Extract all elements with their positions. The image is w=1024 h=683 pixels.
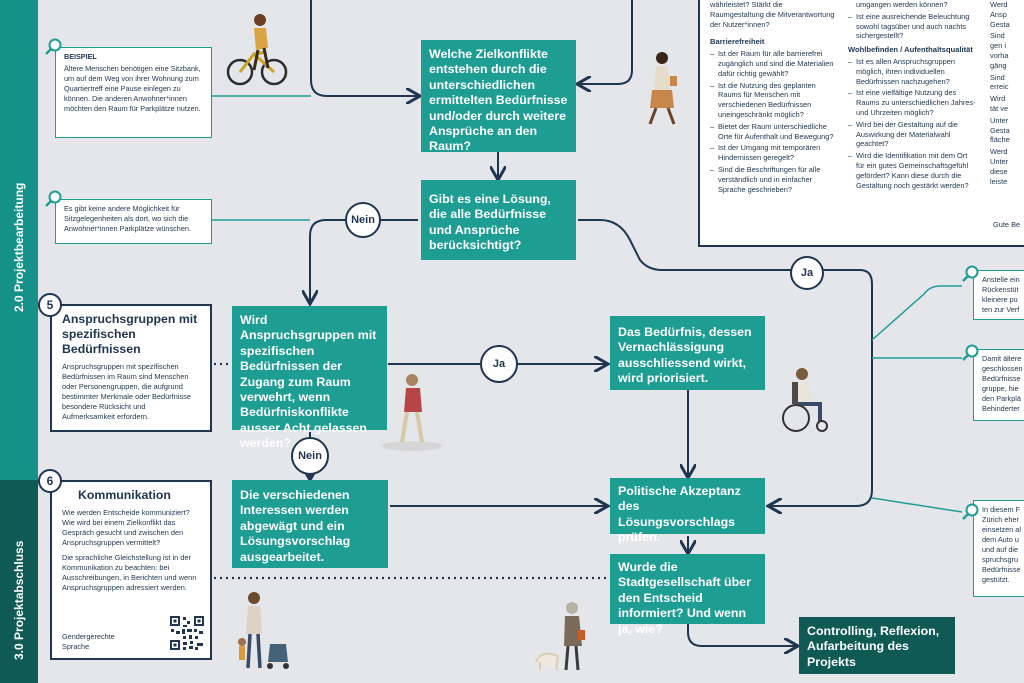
question-column-3: Werd Ansp Gesta Sind gen i vorha gäng Si… xyxy=(990,0,1024,186)
cyclist-illustration xyxy=(226,14,288,86)
info-box-text: Die sprachliche Gleichstellung ist in de… xyxy=(62,553,197,592)
info-box-anspruchsgruppen: 5 Anspruchsgruppen mit spezifischen Bedü… xyxy=(38,293,212,432)
info-box-kommunikation: 6 Kommunikation Wie werden Entscheide ko… xyxy=(38,469,212,660)
magnifier-icon xyxy=(45,38,62,55)
flow-stadtgesellschaft: Wurde die Stadtgesellschaft über den Ent… xyxy=(610,554,765,636)
question-item: Ist eine vielfältige Nutzung des Raums z… xyxy=(848,88,976,117)
example-box-1: BEISPIEL Ältere Menschen benötigen eine … xyxy=(55,47,212,138)
question-text: währleistet? Stärkt die Raumgestaltung d… xyxy=(710,0,835,29)
question-column-1: währleistet? Stärkt die Raumgestaltung d… xyxy=(710,0,836,196)
question-heading: Wohlbefinden / Aufenthaltsqualität xyxy=(848,45,973,55)
parent-with-children-illustration xyxy=(238,592,289,669)
question-footer: Gute Be xyxy=(993,220,1021,229)
decision-nein-1: Nein xyxy=(345,202,381,238)
question-item: Ist der Raum für alle barrierefrei zugän… xyxy=(710,49,836,78)
question-fragment: vorha xyxy=(990,50,1009,60)
decision-ja-2: Ja xyxy=(480,345,518,383)
section-bar-projektabschluss xyxy=(0,480,38,683)
info-box-title: Kommunikation xyxy=(78,488,171,502)
magnifier-icon xyxy=(45,190,62,207)
info-box-text: Wie werden Entscheide kommuniziert? Wie … xyxy=(62,508,190,547)
example-text-right-3: In diesem F Zürich eher einsetzen al dem… xyxy=(982,505,1021,584)
info-box-title: Anspruchsgruppen mit spezifischen Bedürf… xyxy=(62,312,198,356)
magnifier-icon xyxy=(962,503,979,520)
question-fragment: Sind xyxy=(990,31,1005,41)
flow-loesung: Gibt es eine Lösung, die alle Bedürfniss… xyxy=(421,180,576,260)
question-fragment: Ansp xyxy=(990,9,1007,19)
man-walking-illustration xyxy=(382,374,442,451)
example-text-1: Ältere Menschen benötigen eine Sitzbank,… xyxy=(64,64,201,113)
question-item: Bietet der Raum unterschiedliche Orte fü… xyxy=(710,122,836,142)
example-box-right-1: Anstelle ein Rückenstüt kleinere pu ten … xyxy=(973,270,1024,320)
question-item: Wird die Identifikation mit dem Ort für … xyxy=(848,151,976,190)
flow-anspruchsgruppen-frage: Wird Anspruchsgruppen mit spezifischen B… xyxy=(232,306,387,450)
question-fragment: diese xyxy=(990,166,1008,176)
flow-controlling: Controlling, Reflexion, Aufarbeitung des… xyxy=(799,617,955,674)
question-fragment: Gesta xyxy=(990,125,1010,135)
flow-zielkonflikte: Welche Zielkonflikte entstehen durch die… xyxy=(421,40,576,153)
woman-with-dog-illustration xyxy=(535,602,585,671)
step-number: 6 xyxy=(38,469,62,493)
question-fragment: erreic xyxy=(990,82,1009,92)
qr-code-icon[interactable] xyxy=(170,616,204,650)
question-fragment: gäng xyxy=(990,60,1007,70)
flow-akzeptanz: Politische Akzeptanz des Lösungsvorschla… xyxy=(610,478,765,544)
question-fragment: Unter xyxy=(990,156,1009,166)
question-fragment: leiste xyxy=(990,176,1008,186)
step-number: 5 xyxy=(38,293,62,317)
question-fragment: Gesta xyxy=(990,19,1010,29)
question-item: Ist eine ausreichende Beleuchtung sowohl… xyxy=(848,12,976,41)
question-fragment: Sind xyxy=(990,72,1005,82)
question-item: Sind die Beschriftungen für alle verstän… xyxy=(710,165,836,194)
info-box-text: Anspruchsgruppen mit spezifischen Bedürf… xyxy=(62,362,191,421)
example-box-right-2: Damit ältere geschlossen Bedürfnisse gru… xyxy=(973,349,1024,421)
flow-interessen: Die verschiedenen Interessen werden abge… xyxy=(232,480,388,568)
question-fragment: tät ve xyxy=(990,103,1009,113)
section-bar-projektbearbeitung xyxy=(0,0,38,480)
example-text-2: Es gibt keine andere Möglichkeit für Sit… xyxy=(64,204,191,233)
example-text-right-1: Anstelle ein Rückenstüt kleinere pu ten … xyxy=(982,275,1020,314)
flow-vernachlaessigung: Das Bedürfnis, dessen Vernachlässigung a… xyxy=(610,316,765,390)
qr-label: Gendergerechte Sprache xyxy=(62,632,115,651)
question-fragment: Wird xyxy=(990,94,1006,104)
question-fragment: gen i xyxy=(990,41,1007,51)
example-label: BEISPIEL xyxy=(64,52,97,61)
question-text: umgangen werden können? xyxy=(856,0,948,9)
decision-ja-1: Ja xyxy=(790,256,824,290)
question-item: Wird bei der Gestaltung auf die Auswirku… xyxy=(848,120,976,149)
question-fragment: fläche xyxy=(990,135,1010,145)
question-item: Ist es allen Anspruchsgruppen möglich, i… xyxy=(848,57,976,86)
example-text-right-2: Damit ältere geschlossen Bedürfnisse gru… xyxy=(982,354,1023,413)
decision-nein-2: Nein xyxy=(291,437,329,475)
wheelchair-user-illustration xyxy=(782,368,828,432)
question-fragment: Unter xyxy=(990,115,1009,125)
question-heading: Barrierefreiheit xyxy=(710,37,765,47)
question-fragment: Werd xyxy=(990,0,1008,9)
question-item: Ist die Nutzung des geplanten Raums für … xyxy=(710,81,836,120)
question-item: Ist der Umgang mit temporären Hinderniss… xyxy=(710,143,836,163)
example-box-right-3: In diesem F Zürich eher einsetzen al dem… xyxy=(973,500,1024,597)
question-column-2: umgangen werden können? Ist eine ausreic… xyxy=(848,0,976,192)
woman-walking-illustration xyxy=(648,52,677,125)
question-fragment: Werd xyxy=(990,147,1008,157)
magnifier-icon xyxy=(962,344,979,361)
magnifier-icon xyxy=(962,265,979,282)
example-box-2: Es gibt keine andere Möglichkeit für Sit… xyxy=(55,199,212,244)
